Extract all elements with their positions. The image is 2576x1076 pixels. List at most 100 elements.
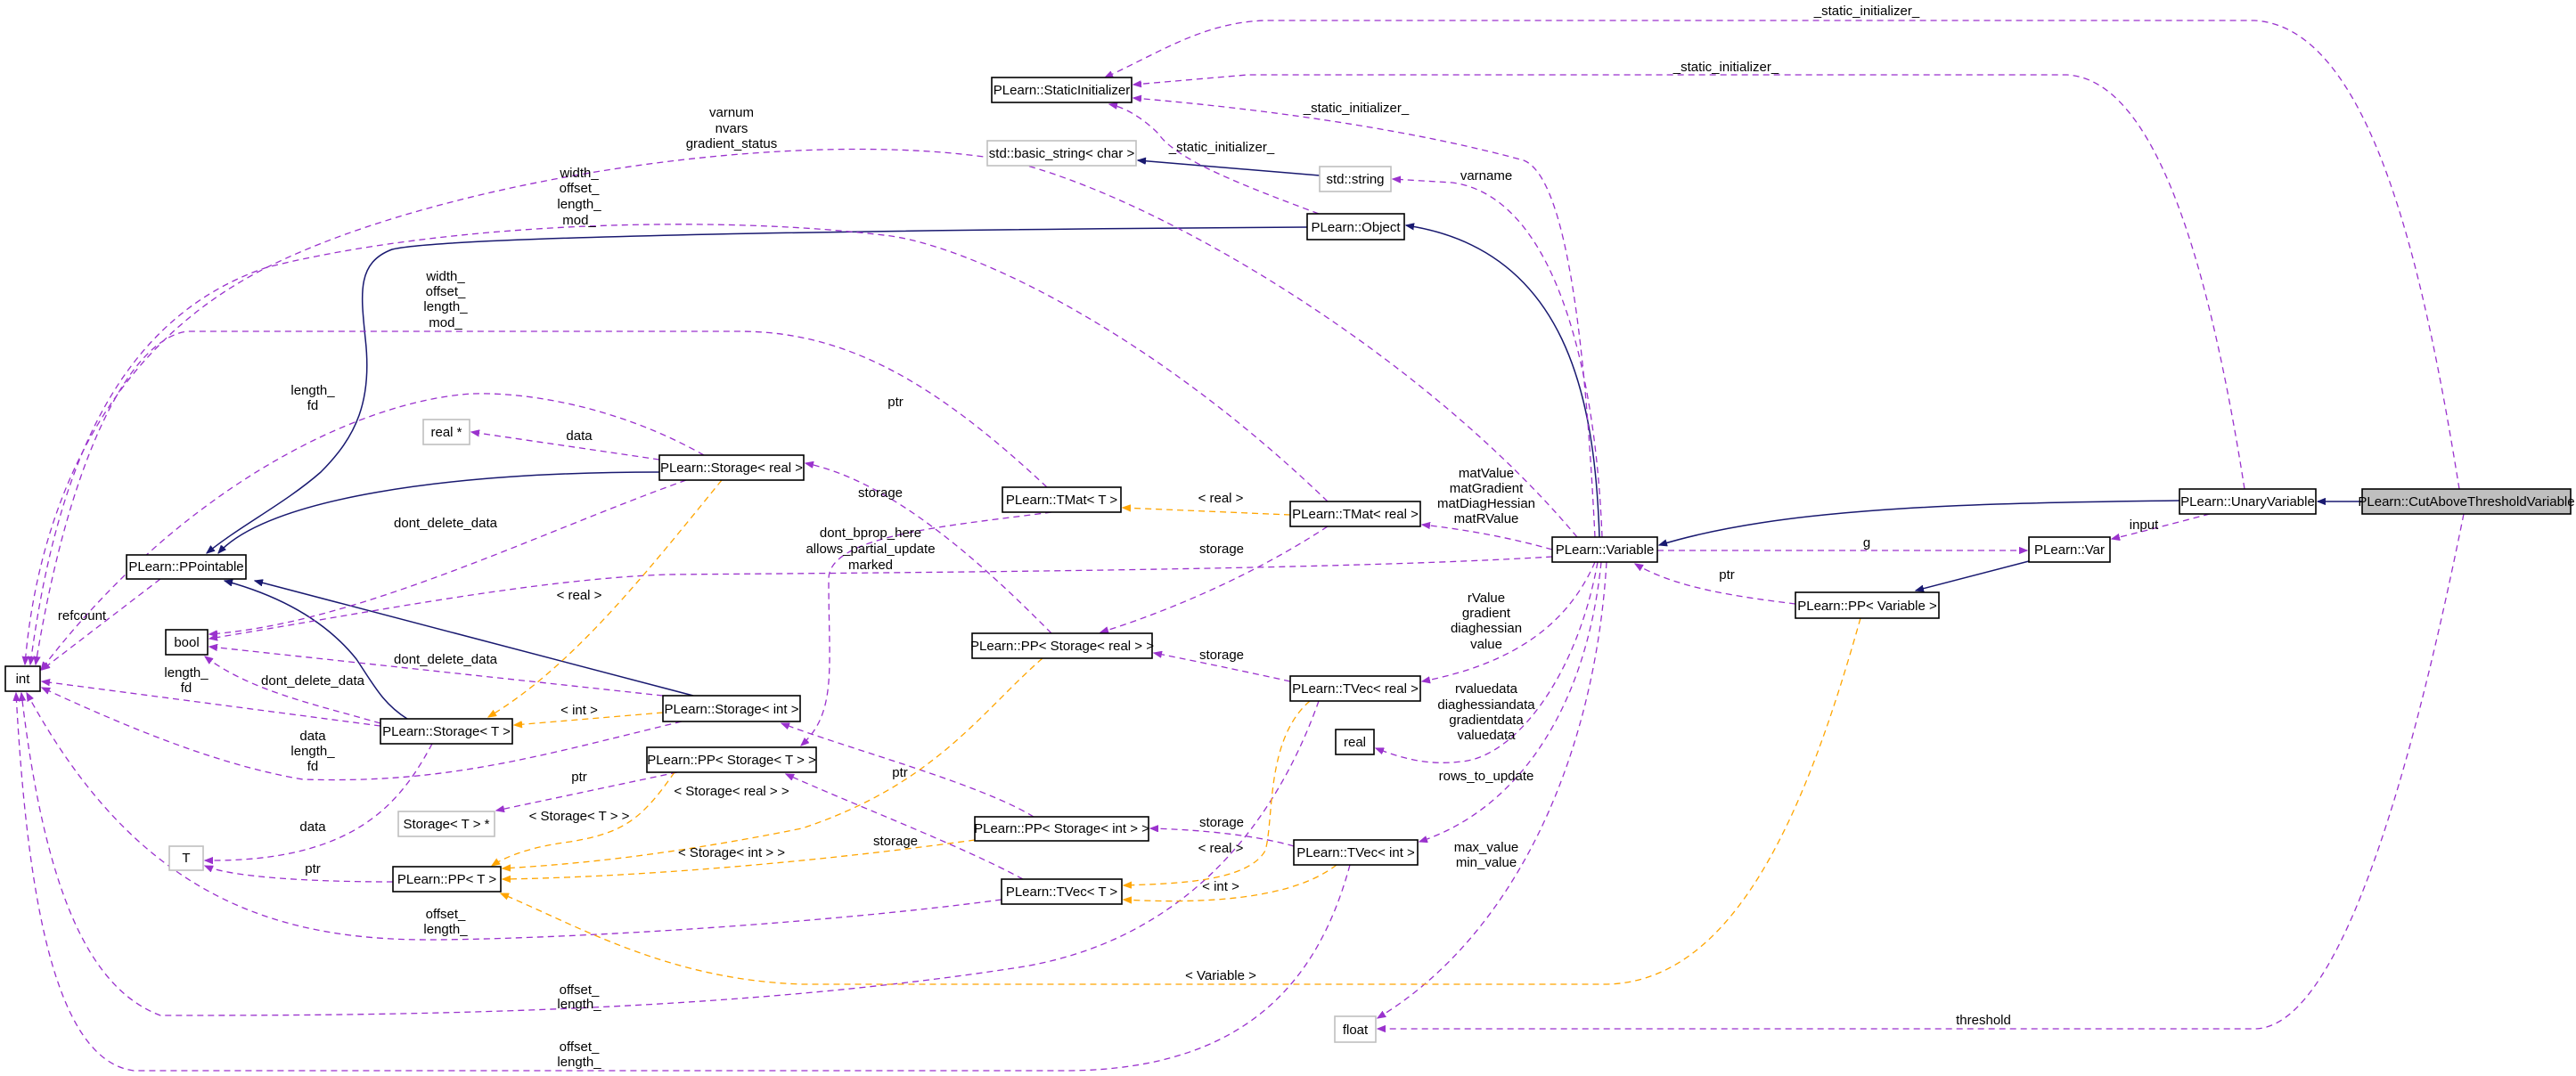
edge-label-width-tmat-real: width_ offset_ length_ mod_	[557, 166, 601, 228]
edge-tmpl-pp-variable	[501, 617, 1861, 985]
svg-text:PLearn::TVec< T >: PLearn::TVec< T >	[1006, 884, 1118, 900]
node-storage-real[interactable]: PLearn::Storage< real >	[658, 454, 805, 481]
svg-text:width_: width_	[425, 269, 465, 284]
edge-tmpl-tvec-int	[1124, 864, 1337, 901]
svg-text:diaghessiandata: diaghessiandata	[1437, 697, 1535, 713]
edge-inherit-variable-object	[1406, 225, 1600, 538]
node-ppointable[interactable]: PLearn::PPointable	[126, 554, 247, 580]
svg-text:PLearn::PP< T >: PLearn::PP< T >	[397, 872, 496, 887]
node-unary-variable[interactable]: PLearn::UnaryVariable	[2179, 488, 2317, 515]
edge-label: < Storage< int > >	[678, 845, 785, 860]
node-pp-variable[interactable]: PLearn::PP< Variable >	[1795, 591, 1940, 619]
edge-label: dont_delete_data	[394, 516, 498, 531]
edge-ptr-storage-real	[806, 463, 1052, 634]
svg-text:real *: real *	[430, 425, 462, 440]
node-storage-t[interactable]: PLearn::Storage< T >	[380, 718, 513, 745]
svg-text:offset_: offset_	[560, 1039, 600, 1055]
edge-label: storage	[1199, 648, 1244, 663]
edge-tmpl-tvec-real	[1124, 700, 1311, 885]
node-int[interactable]: int	[4, 665, 41, 692]
svg-text:length_: length_	[557, 997, 601, 1012]
edge-rows	[1419, 561, 1602, 842]
node-pp-storage-int[interactable]: PLearn::PP< Storage< int > >	[974, 816, 1149, 842]
node-static-initializer[interactable]: PLearn::StaticInitializer	[991, 77, 1133, 103]
edge-label: ptr	[1719, 567, 1735, 583]
edge-storage-real-int	[41, 393, 705, 670]
svg-text:min_value: min_value	[1456, 855, 1517, 870]
svg-text:varnum: varnum	[709, 105, 754, 120]
node-tvec-real[interactable]: PLearn::TVec< real >	[1289, 675, 1421, 702]
svg-text:PLearn::Storage< real >: PLearn::Storage< real >	[660, 461, 803, 476]
edge-label-varnum: varnum nvars gradient_status	[686, 105, 778, 151]
edge-tmpl-pp-storage-int	[503, 839, 976, 879]
nodes: PLearn::StaticInitializer std::basic_str…	[4, 77, 2575, 1043]
edge-si-object	[1109, 104, 1320, 215]
svg-text:matValue: matValue	[1459, 466, 1514, 481]
node-tmat-t[interactable]: PLearn::TMat< T >	[1002, 486, 1122, 513]
node-tvec-int[interactable]: PLearn::TVec< int >	[1293, 839, 1419, 866]
edge-label-offset-tvec-int: offset_ length_	[557, 1039, 601, 1070]
svg-text:max_value: max_value	[1454, 840, 1519, 855]
node-object[interactable]: PLearn::Object	[1306, 213, 1405, 240]
svg-text:dont_bprop_here: dont_bprop_here	[820, 526, 921, 541]
svg-text:PLearn::Object: PLearn::Object	[1311, 220, 1401, 235]
node-storage-int[interactable]: PLearn::Storage< int >	[662, 695, 801, 722]
svg-text:length_: length_	[164, 665, 209, 681]
svg-text:length_: length_	[290, 744, 335, 759]
node-std-string: std::string	[1319, 166, 1392, 192]
edge-refcount	[42, 578, 161, 670]
node-tvec-t[interactable]: PLearn::TVec< T >	[1001, 878, 1123, 905]
svg-text:PLearn::TMat< real >: PLearn::TMat< real >	[1292, 507, 1419, 522]
svg-text:offset_: offset_	[426, 907, 466, 922]
node-pp-storage-real[interactable]: PLearn::PP< Storage< real > >	[970, 632, 1154, 659]
node-pp-t[interactable]: PLearn::PP< T >	[392, 866, 502, 893]
svg-text:gradient: gradient	[1462, 606, 1511, 621]
svg-text:PLearn::StaticInitializer: PLearn::StaticInitializer	[994, 83, 1130, 98]
edge-label: rows_to_update	[1439, 769, 1534, 784]
edge-label: dont_delete_data	[261, 673, 365, 689]
edge-varnum	[25, 148, 1578, 664]
svg-text:PLearn::Storage< T >: PLearn::Storage< T >	[382, 724, 511, 739]
edge-label-storage-int-int: data length_ fd	[290, 729, 335, 774]
svg-text:matDiagHessian: matDiagHessian	[1437, 496, 1535, 511]
edge-varname	[1393, 179, 1603, 538]
svg-text:std::string: std::string	[1326, 172, 1384, 187]
svg-text:length_: length_	[423, 299, 468, 314]
node-tmat-real[interactable]: PLearn::TMat< real >	[1289, 501, 1421, 527]
svg-text:rValue: rValue	[1468, 591, 1505, 606]
edge-label: ptr	[571, 770, 587, 785]
edge-label-rvalue: rValue gradient diaghessian value	[1451, 591, 1522, 652]
edge-inherit-storage-real-ppointable	[218, 471, 660, 553]
svg-text:fd: fd	[307, 759, 319, 774]
node-bool[interactable]: bool	[165, 629, 209, 656]
svg-text:PLearn::UnaryVariable: PLearn::UnaryVariable	[2180, 494, 2315, 509]
svg-text:fd: fd	[307, 398, 319, 413]
edge-label: < int >	[560, 703, 598, 718]
edge-storage-tmat-real	[1100, 526, 1329, 632]
node-real[interactable]: real	[1335, 729, 1375, 755]
node-var[interactable]: PLearn::Var	[2028, 536, 2111, 563]
svg-text:std::basic_string< char >: std::basic_string< char >	[989, 146, 1135, 161]
edge-label: ptr	[892, 765, 908, 780]
svg-text:marked: marked	[848, 558, 893, 573]
svg-text:mod_: mod_	[429, 315, 462, 330]
svg-text:real: real	[1344, 735, 1366, 750]
edge-offset-tvec-real	[21, 693, 1320, 1016]
svg-text:valuedata: valuedata	[1457, 728, 1516, 743]
edge-tmpl-tmat	[1123, 508, 1291, 516]
svg-text:PLearn::PP< Storage< T > >: PLearn::PP< Storage< T > >	[647, 753, 816, 768]
edge-si-variable	[1133, 98, 1596, 538]
edge-threshold	[1378, 513, 2465, 1029]
node-pp-storage-t[interactable]: PLearn::PP< Storage< T > >	[646, 746, 817, 773]
svg-text:PLearn::TVec< real >: PLearn::TVec< real >	[1292, 681, 1419, 697]
edge-storage-tmat-t	[801, 511, 1052, 746]
svg-text:value: value	[1470, 637, 1502, 652]
node-basic-string: std::basic_string< char >	[986, 140, 1137, 167]
node-variable[interactable]: PLearn::Variable	[1551, 536, 1658, 563]
edge-rvalue	[1422, 561, 1596, 681]
edge-label: ptr	[887, 395, 904, 410]
edge-label-storage-t-int: length_ fd	[164, 665, 209, 696]
svg-text:bool: bool	[174, 635, 199, 650]
edge-label: dont_delete_data	[394, 652, 498, 667]
node-cut-above-threshold-variable: PLearn::CutAboveThresholdVariable	[2358, 488, 2575, 515]
